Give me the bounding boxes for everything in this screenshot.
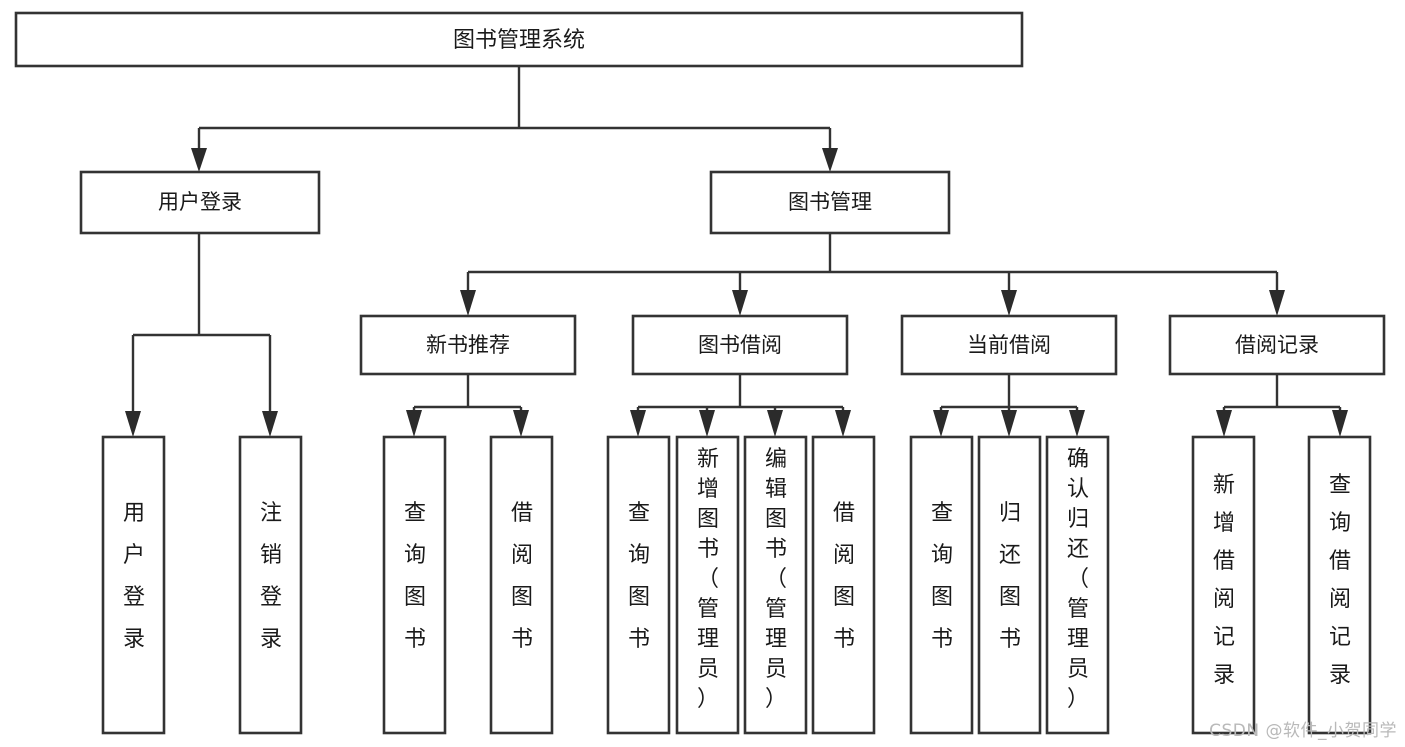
node-new-book-recommend[interactable]: 新书推荐 — [359, 314, 577, 376]
arrow-head-leaf-logout — [262, 411, 278, 437]
arrow-head-current-borrow — [1001, 290, 1017, 316]
leaf-bookborrow-borrow-book-box[interactable] — [811, 435, 876, 735]
leaf-bookborrow-borrow-book-label: 借阅图书 — [833, 501, 855, 652]
leaf-bookborrow-query-book[interactable]: 查询图书 — [606, 435, 671, 735]
leaf-currentborrow-query-book-label: 查询图书 — [931, 501, 953, 652]
node-borrow-record-label: 借阅记录 — [1235, 333, 1319, 357]
arrow-head-currentborrow-leaf-3 — [1069, 410, 1085, 437]
leaf-borrowrecord-add-record-box[interactable] — [1191, 435, 1256, 735]
arrow-head-bookborrow-leaf-3 — [767, 410, 783, 437]
leaf-currentborrow-confirm-return-box[interactable] — [1045, 435, 1110, 735]
leaf-bookborrow-add-book[interactable]: 新增图书（管理员） — [675, 435, 740, 735]
node-current-borrow-box[interactable] — [900, 314, 1118, 376]
leaf-currentborrow-confirm-return[interactable]: 确认归还（管理员） — [1045, 435, 1110, 735]
leaf-bookborrow-add-book-box[interactable] — [675, 435, 740, 735]
node-new-book-recommend-box[interactable] — [359, 314, 577, 376]
leaf-currentborrow-query-book[interactable]: 查询图书 — [909, 435, 974, 735]
arrow-head-borrow-record — [1269, 290, 1285, 316]
arrow-head-book-borrow — [732, 290, 748, 316]
arrow-head-bookborrow-leaf-2 — [699, 410, 715, 437]
leaf-newbook-borrow-book-label: 借阅图书 — [511, 501, 533, 652]
leaf-borrowrecord-query-record-label: 查询借阅记录 — [1329, 473, 1351, 688]
leaf-user-login-login-label: 用户登录 — [123, 501, 145, 652]
node-user-login-label: 用户登录 — [158, 190, 242, 214]
leaf-borrowrecord-query-record-box[interactable] — [1307, 435, 1372, 735]
node-current-borrow-label: 当前借阅 — [967, 333, 1051, 357]
arrow-head-borrowrecord-leaf-1 — [1216, 410, 1232, 437]
leaf-newbook-borrow-book[interactable]: 借阅图书 — [489, 435, 554, 735]
leaf-user-login-logout-box[interactable] — [238, 435, 303, 735]
connector-group — [125, 66, 1348, 437]
leaf-bookborrow-edit-book[interactable]: 编辑图书（管理员） — [743, 435, 808, 735]
leaf-newbook-query-book-box[interactable] — [382, 435, 447, 735]
arrow-head-bookborrow-leaf-4 — [835, 410, 851, 437]
leaf-currentborrow-return-book[interactable]: 归还图书 — [977, 435, 1042, 735]
leaf-bookborrow-query-book-label: 查询图书 — [628, 501, 650, 652]
leaf-currentborrow-return-book-label: 归还图书 — [999, 501, 1021, 652]
node-borrow-record[interactable]: 借阅记录 — [1168, 314, 1386, 376]
arrow-head-bookborrow-leaf-1 — [630, 410, 646, 437]
leaf-bookborrow-edit-book-label: 编辑图书（管理员） — [765, 447, 787, 712]
node-user-login-box[interactable] — [79, 170, 321, 235]
node-book-manage-box[interactable] — [709, 170, 951, 235]
leaf-bookborrow-query-book-box[interactable] — [606, 435, 671, 735]
arrow-head-user-login — [191, 148, 207, 172]
leaf-user-login-login[interactable]: 用户登录 — [101, 435, 166, 735]
node-book-manage-label: 图书管理 — [788, 190, 872, 214]
node-user-login[interactable]: 用户登录 — [79, 170, 321, 235]
leaf-newbook-query-book-label: 查询图书 — [404, 501, 426, 652]
node-book-borrow-label: 图书借阅 — [698, 333, 782, 357]
arrow-head-newbook-leaf-2 — [513, 410, 529, 437]
arrow-head-new-book — [460, 290, 476, 316]
node-book-manage[interactable]: 图书管理 — [709, 170, 951, 235]
leaf-currentborrow-query-book-box[interactable] — [909, 435, 974, 735]
node-current-borrow[interactable]: 当前借阅 — [900, 314, 1118, 376]
node-new-book-recommend-label: 新书推荐 — [426, 333, 510, 357]
arrow-head-newbook-leaf-1 — [406, 410, 422, 437]
arrow-head-currentborrow-leaf-2 — [1001, 410, 1017, 437]
node-root-system-label: 图书管理系统 — [453, 28, 585, 53]
arrow-head-borrowrecord-leaf-2 — [1332, 410, 1348, 437]
node-root-system[interactable]: 图书管理系统 — [14, 11, 1024, 68]
leaf-user-login-logout[interactable]: 注销登录 — [238, 435, 303, 735]
leaf-borrowrecord-query-record[interactable]: 查询借阅记录 — [1307, 435, 1372, 735]
arrow-head-book-manage — [822, 148, 838, 172]
leaf-currentborrow-confirm-return-label: 确认归还（管理员） — [1067, 447, 1089, 712]
node-root-system-box[interactable] — [14, 11, 1024, 68]
arrow-head-currentborrow-leaf-1 — [933, 410, 949, 437]
leaf-bookborrow-add-book-label: 新增图书（管理员） — [697, 447, 719, 712]
leaf-newbook-borrow-book-box[interactable] — [489, 435, 554, 735]
node-book-borrow-box[interactable] — [631, 314, 849, 376]
leaf-user-login-login-box[interactable] — [101, 435, 166, 735]
leaf-newbook-query-book[interactable]: 查询图书 — [382, 435, 447, 735]
leaf-user-login-logout-label: 注销登录 — [260, 501, 282, 652]
leaf-bookborrow-edit-book-box[interactable] — [743, 435, 808, 735]
node-borrow-record-box[interactable] — [1168, 314, 1386, 376]
leaf-currentborrow-return-book-box[interactable] — [977, 435, 1042, 735]
node-book-borrow[interactable]: 图书借阅 — [631, 314, 849, 376]
arrow-head-leaf-user-login — [125, 411, 141, 437]
leaf-borrowrecord-add-record-label: 新增借阅记录 — [1213, 473, 1235, 688]
leaf-borrowrecord-add-record[interactable]: 新增借阅记录 — [1191, 435, 1256, 735]
leaf-bookborrow-borrow-book[interactable]: 借阅图书 — [811, 435, 876, 735]
